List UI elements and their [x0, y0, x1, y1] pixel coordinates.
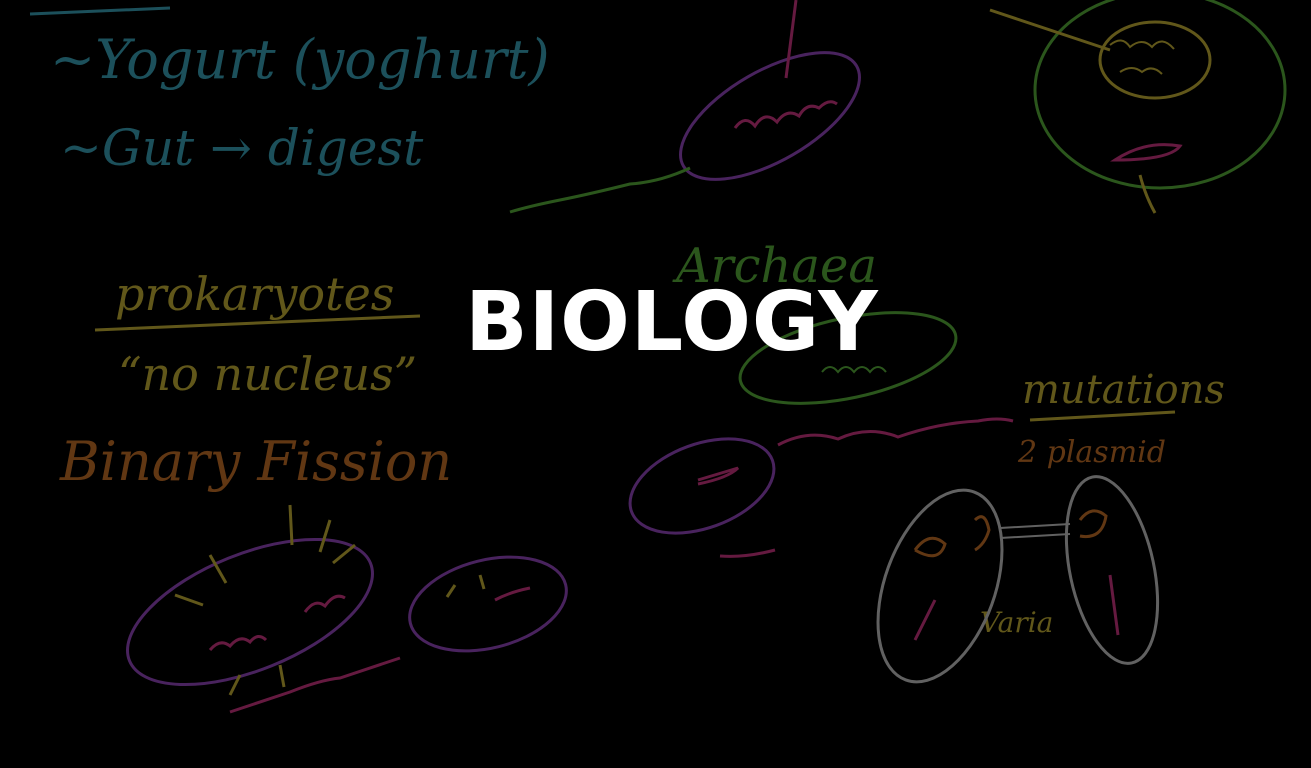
conjugation-dna	[913, 574, 1120, 641]
archaea-cell	[738, 311, 958, 405]
bacterium-top-arrow	[784, 0, 798, 79]
fission-flagellum	[229, 656, 401, 714]
note-no-nucleus: “no nucleus”	[118, 347, 417, 401]
conjugation-bridge	[999, 523, 1071, 539]
conjugation-plasmids	[913, 509, 1108, 558]
fission-cell-right	[408, 555, 568, 653]
bacterium-top	[679, 51, 861, 181]
note-mutations: mutations	[1022, 367, 1225, 413]
note-prokaryotes-underline	[94, 314, 421, 332]
cell-organelle	[1110, 143, 1183, 162]
conjugation-cell-left	[876, 488, 1004, 684]
note-archaea: Archaea	[672, 238, 877, 294]
cell-pointer	[989, 8, 1157, 214]
cell-nucleus-dna	[1109, 39, 1175, 75]
cell-membrane	[1033, 0, 1287, 190]
note-binary-fission: Binary Fission	[59, 430, 452, 493]
fission-cell-left	[126, 537, 374, 687]
note-plasmid: 2 plasmid	[1017, 435, 1166, 470]
cell-nucleus	[1098, 20, 1212, 100]
fission-rays	[174, 504, 486, 696]
note-variation: Varia	[980, 606, 1053, 639]
note-mutations-underline	[1029, 410, 1176, 422]
bacterium-middle-dna	[697, 466, 740, 486]
note-prokaryotes: prokaryotes	[115, 267, 394, 321]
note-gut: ~Gut → digest	[60, 119, 424, 177]
archaea-dna	[821, 366, 887, 374]
bacterium-middle-flagellum	[777, 417, 1014, 447]
conjugation-cell-right	[1064, 475, 1160, 665]
bacterium-middle	[628, 437, 776, 535]
bacterium-top-dna	[733, 100, 838, 129]
note-yogurt: ~Yogurt (yoghurt)	[50, 28, 550, 91]
note-top-underline	[29, 6, 171, 16]
fission-dna	[208, 586, 531, 651]
bacterium-middle-arrow	[719, 548, 776, 558]
title-text: BIOLOGY	[465, 275, 879, 370]
bacterium-top-flagellum	[509, 166, 691, 214]
